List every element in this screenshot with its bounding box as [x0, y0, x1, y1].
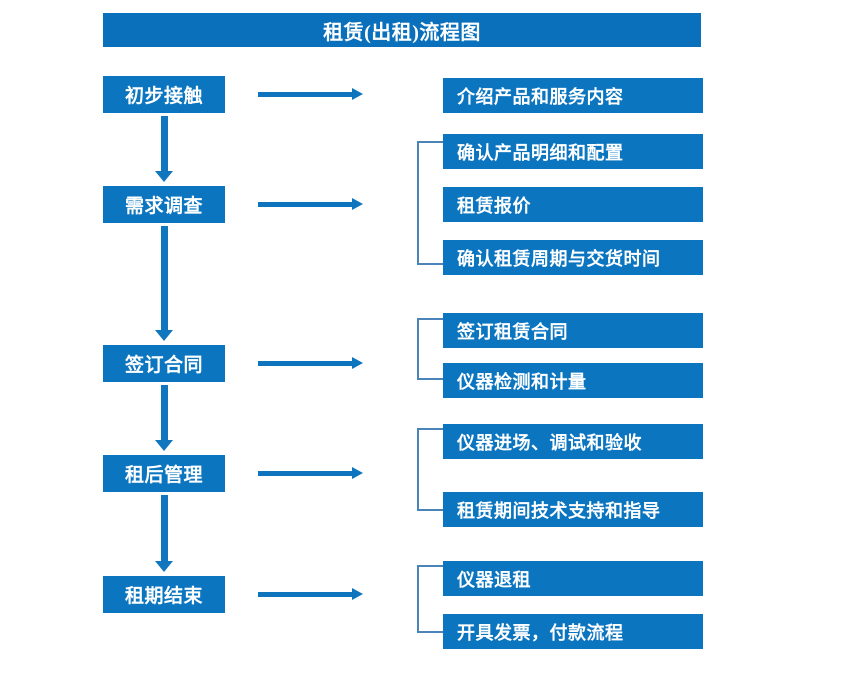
stage-box-初步接触[interactable]: 初步接触 [103, 76, 225, 113]
stage-box-租后管理[interactable]: 租后管理 [103, 455, 225, 492]
arrow-head [352, 588, 363, 600]
flow-arrow-down-1 [153, 116, 175, 182]
detail-arrow-right-2 [258, 198, 363, 210]
detail-box-介绍产品和服务内容[interactable]: 介绍产品和服务内容 [443, 78, 703, 113]
detail-arrow-right-3 [258, 357, 363, 369]
flow-arrow-down-4 [153, 495, 175, 572]
stage-box-租期结束[interactable]: 租期结束 [103, 576, 225, 613]
arrow-head [352, 198, 363, 210]
detail-box-签订租赁合同[interactable]: 签订租赁合同 [443, 313, 703, 348]
detail-box-仪器进场调试和验收[interactable]: 仪器进场、调试和验收 [443, 424, 703, 459]
arrow-shaft [258, 592, 352, 597]
arrow-shaft [161, 385, 168, 440]
flow-arrow-down-3 [153, 385, 175, 451]
arrow-head [352, 467, 363, 479]
arrow-head [155, 171, 173, 182]
group-bracket-租期结束 [417, 565, 443, 633]
group-bracket-需求调查 [417, 141, 443, 265]
detail-box-开具发票付款流程[interactable]: 开具发票，付款流程 [443, 614, 703, 649]
arrow-shaft [258, 202, 352, 207]
arrow-head [352, 88, 363, 100]
arrow-head [352, 357, 363, 369]
arrow-head [155, 561, 173, 572]
stage-box-签订合同[interactable]: 签订合同 [103, 345, 225, 382]
detail-arrow-right-1 [258, 88, 363, 100]
detail-arrow-right-4 [258, 467, 363, 479]
detail-arrow-right-5 [258, 588, 363, 600]
detail-box-仪器检测和计量[interactable]: 仪器检测和计量 [443, 363, 703, 398]
flowchart-title: 租赁(出租)流程图 [103, 13, 701, 47]
arrow-shaft [161, 116, 168, 171]
detail-box-确认产品明细和配置[interactable]: 确认产品明细和配置 [443, 134, 703, 169]
arrow-shaft [258, 361, 352, 366]
group-bracket-租后管理 [417, 428, 443, 511]
arrow-shaft [161, 495, 168, 561]
group-bracket-签订合同 [417, 318, 443, 380]
arrow-shaft [258, 471, 352, 476]
arrow-head [155, 440, 173, 451]
stage-box-需求调查[interactable]: 需求调查 [103, 186, 225, 223]
detail-box-租赁报价[interactable]: 租赁报价 [443, 187, 703, 222]
detail-box-仪器退租[interactable]: 仪器退租 [443, 561, 703, 596]
arrow-shaft [258, 92, 352, 97]
detail-box-确认租赁周期与交货时间[interactable]: 确认租赁周期与交货时间 [443, 240, 703, 275]
detail-box-租赁期间技术支持和指导[interactable]: 租赁期间技术支持和指导 [443, 492, 703, 527]
arrow-head [155, 330, 173, 341]
arrow-shaft [161, 226, 168, 330]
flow-arrow-down-2 [153, 226, 175, 341]
